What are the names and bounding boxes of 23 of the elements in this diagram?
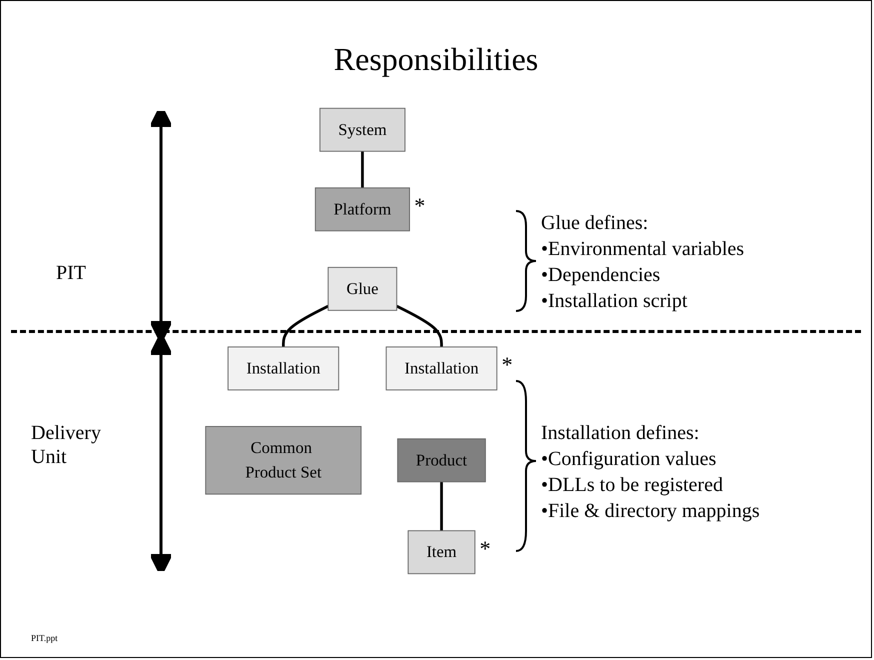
note-text: Installation defines: — [541, 421, 700, 445]
component-box: Installation — [227, 346, 339, 390]
note-text: •Environmental variables — [541, 237, 744, 261]
asterisk-mark: * — [502, 352, 513, 378]
note-text: •DLLs to be registered — [541, 473, 723, 497]
component-box: Installation — [386, 346, 498, 390]
component-box: System — [319, 108, 406, 152]
note-text: •Configuration values — [541, 447, 716, 471]
note-text: •File & directory mappings — [541, 499, 760, 523]
asterisk-mark: * — [414, 192, 426, 219]
section-label: Delivery Unit — [31, 421, 102, 469]
component-box: Glue — [327, 266, 397, 311]
component-box: Common Product Set — [204, 426, 362, 495]
component-box: Item — [407, 530, 476, 574]
component-box: Platform — [314, 187, 410, 232]
component-box: Product — [396, 438, 486, 482]
asterisk-mark: * — [480, 536, 491, 562]
section-label: PIT — [56, 261, 87, 285]
note-text: •Dependencies — [541, 263, 660, 287]
file-name: PIT.ppt — [31, 632, 58, 645]
title: Responsibilities — [332, 41, 540, 78]
note-text: Glue defines: — [541, 211, 648, 235]
note-text: •Installation script — [541, 289, 688, 313]
